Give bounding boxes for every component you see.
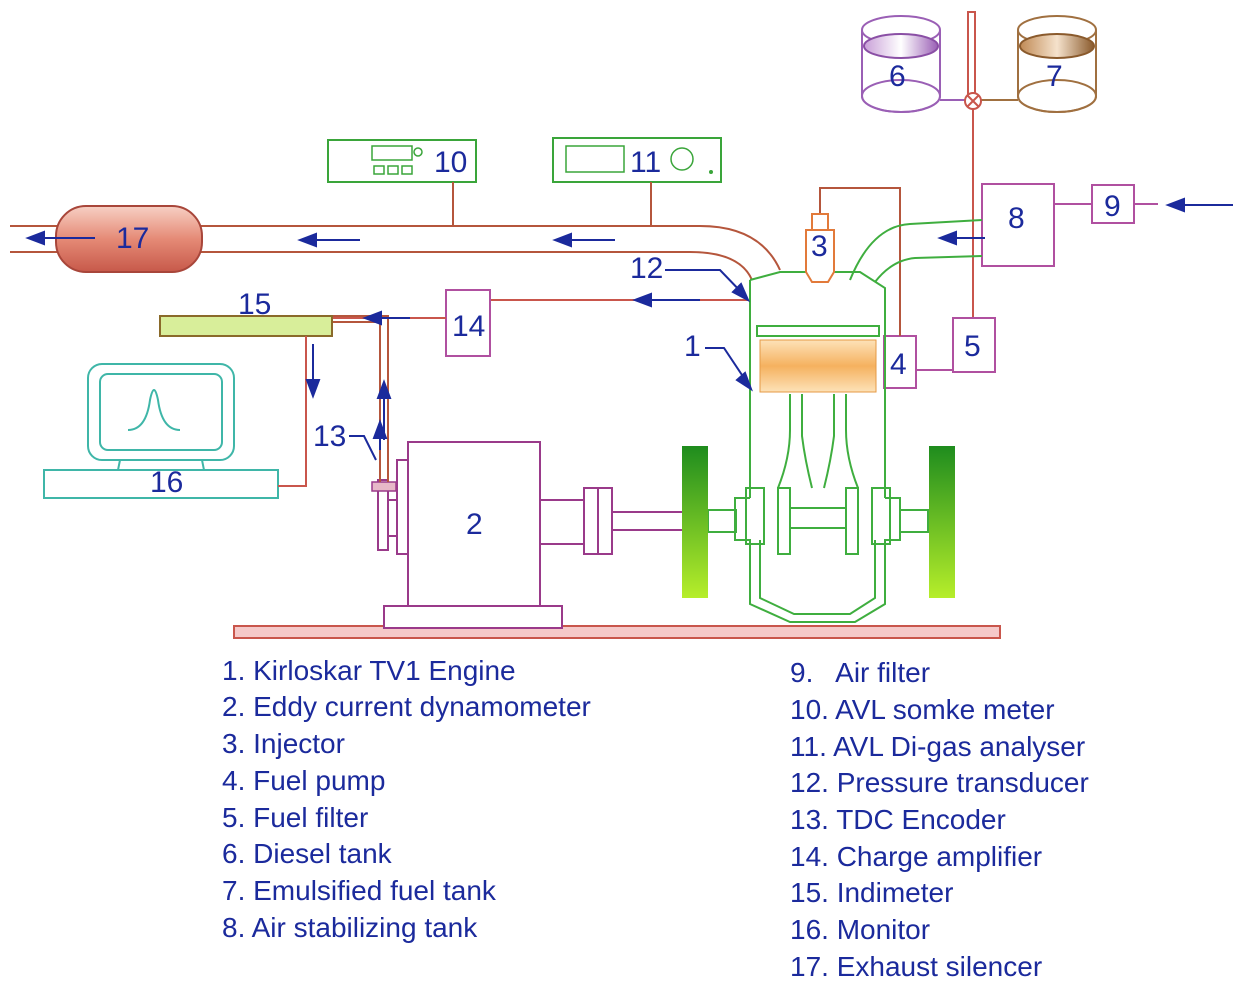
injector [805,213,835,283]
legend-item: 17. Exhaust silencer [790,951,1042,982]
indimeter [159,315,333,337]
air-inlet-arrow [1165,197,1233,213]
label-6: 6 [889,60,906,93]
smoke-meter [327,139,477,226]
exhaust-flow-arrows [25,230,615,248]
exhaust-pipe [10,225,781,281]
legend-item: 7. Emulsified fuel tank [222,875,497,906]
label-13: 13 [313,420,346,453]
label-14: 14 [452,310,485,343]
legend-item: 12. Pressure transducer [790,767,1089,798]
label-17: 17 [116,222,149,255]
charge-amplifier [332,289,491,357]
monitor [43,363,279,499]
signal-arrows [305,292,700,450]
legend-item: 15. Indimeter [790,877,953,908]
base-plate [233,625,1001,639]
legend-item: 2. Eddy current dynamometer [222,691,591,722]
flywheel-left [682,446,708,598]
legend-right: 9. Air filter 10. AVL somke meter 11. AV… [790,657,1089,982]
air-stabilizing-tank [981,183,1055,267]
legend-item: 4. Fuel pump [222,765,385,796]
gas-analyser [552,137,722,226]
fuel-filter [915,317,996,373]
engine [707,271,929,623]
piston [759,339,877,393]
label-9: 9 [1104,190,1121,223]
label-16: 16 [150,466,183,499]
label-12: 12 [630,252,663,285]
legend-item: 14. Charge amplifier [790,841,1042,872]
legend-item: 6. Diesel tank [222,838,393,869]
tdc-encoder [332,315,397,492]
legend-item: 10. AVL somke meter [790,694,1055,725]
legend-item: 11. AVL Di-gas analyser [790,731,1085,762]
legend-item: 8. Air stabilizing tank [222,912,478,943]
label-5: 5 [964,330,981,363]
label-4: 4 [890,348,907,381]
legend-item: 13. TDC Encoder [790,804,1006,835]
label-7: 7 [1046,60,1063,93]
flywheel-right [929,446,955,598]
legend-item: 9. Air filter [790,657,930,688]
label-15: 15 [238,288,271,321]
diesel-tank [861,15,941,113]
emulsified-fuel-tank [1017,15,1097,113]
leader-lines [349,269,753,461]
label-11: 11 [630,146,661,179]
label-8: 8 [1008,202,1025,235]
label-3: 3 [811,230,828,263]
legend-item: 3. Injector [222,728,345,759]
monitor-cable [278,336,307,487]
intake-pipe [849,219,983,283]
legend-item: 1. Kirloskar TV1 Engine [222,655,516,686]
label-1: 1 [684,330,701,363]
legend-left: 1. Kirloskar TV1 Engine 2. Eddy current … [222,655,591,943]
dynamometer [377,441,682,629]
valve-icon [964,92,982,110]
air-filter [1054,184,1158,224]
label-10: 10 [434,146,467,179]
legend-item: 16. Monitor [790,914,930,945]
component-numbers: 1 2 3 4 5 6 7 8 9 10 11 12 13 14 15 16 1… [116,60,1121,541]
fuel-pump [883,335,917,389]
label-2: 2 [466,508,483,541]
legend-item: 5. Fuel filter [222,802,368,833]
fuel-supply-line [940,11,1018,318]
intake-flow-arrow [937,230,985,246]
